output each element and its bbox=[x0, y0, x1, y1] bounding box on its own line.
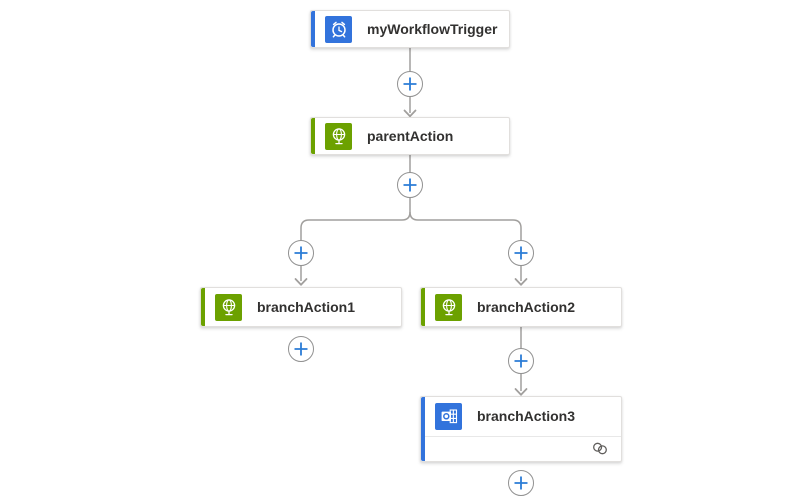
arrowhead-icon bbox=[514, 278, 528, 286]
add-action-button[interactable] bbox=[508, 470, 534, 496]
arrowhead-icon bbox=[294, 278, 308, 286]
accent-bar bbox=[421, 288, 425, 326]
insert-action-button[interactable] bbox=[508, 240, 534, 266]
plus-icon bbox=[294, 342, 308, 356]
node-parent-action[interactable]: parentAction bbox=[310, 117, 510, 155]
plus-icon bbox=[403, 178, 417, 192]
insert-action-button[interactable] bbox=[397, 172, 423, 198]
node-branch-action-1[interactable]: branchAction1 bbox=[200, 287, 402, 327]
accent-bar bbox=[311, 11, 315, 47]
node-branch-action-2[interactable]: branchAction2 bbox=[420, 287, 622, 327]
arrowhead-icon bbox=[514, 388, 528, 396]
accent-bar bbox=[201, 288, 205, 326]
insert-action-button[interactable] bbox=[288, 240, 314, 266]
node-label: branchAction1 bbox=[257, 299, 356, 315]
add-action-button[interactable] bbox=[288, 336, 314, 362]
plus-icon bbox=[403, 77, 417, 91]
node-branch-action-3[interactable]: branchAction3 bbox=[420, 396, 622, 462]
node-label: myWorkflowTrigger bbox=[367, 21, 498, 37]
insert-action-button[interactable] bbox=[397, 71, 423, 97]
insert-action-button[interactable] bbox=[508, 348, 534, 374]
globe-icon bbox=[435, 293, 462, 321]
globe-icon bbox=[215, 293, 242, 321]
node-label: branchAction3 bbox=[477, 408, 576, 425]
connection-status-bar bbox=[421, 435, 621, 461]
node-label: parentAction bbox=[367, 128, 454, 144]
node-label: branchAction2 bbox=[477, 299, 576, 315]
globe-icon bbox=[325, 122, 352, 150]
plus-icon bbox=[514, 246, 528, 260]
plus-icon bbox=[294, 246, 308, 260]
arrowhead-icon bbox=[403, 109, 417, 118]
plus-icon bbox=[514, 476, 528, 490]
outlook-calendar-icon bbox=[435, 402, 462, 430]
alarm-clock-icon bbox=[325, 15, 352, 43]
accent-bar bbox=[421, 397, 425, 461]
connection-icon bbox=[593, 443, 607, 455]
node-trigger[interactable]: myWorkflowTrigger bbox=[310, 10, 510, 48]
plus-icon bbox=[514, 354, 528, 368]
accent-bar bbox=[311, 118, 315, 154]
